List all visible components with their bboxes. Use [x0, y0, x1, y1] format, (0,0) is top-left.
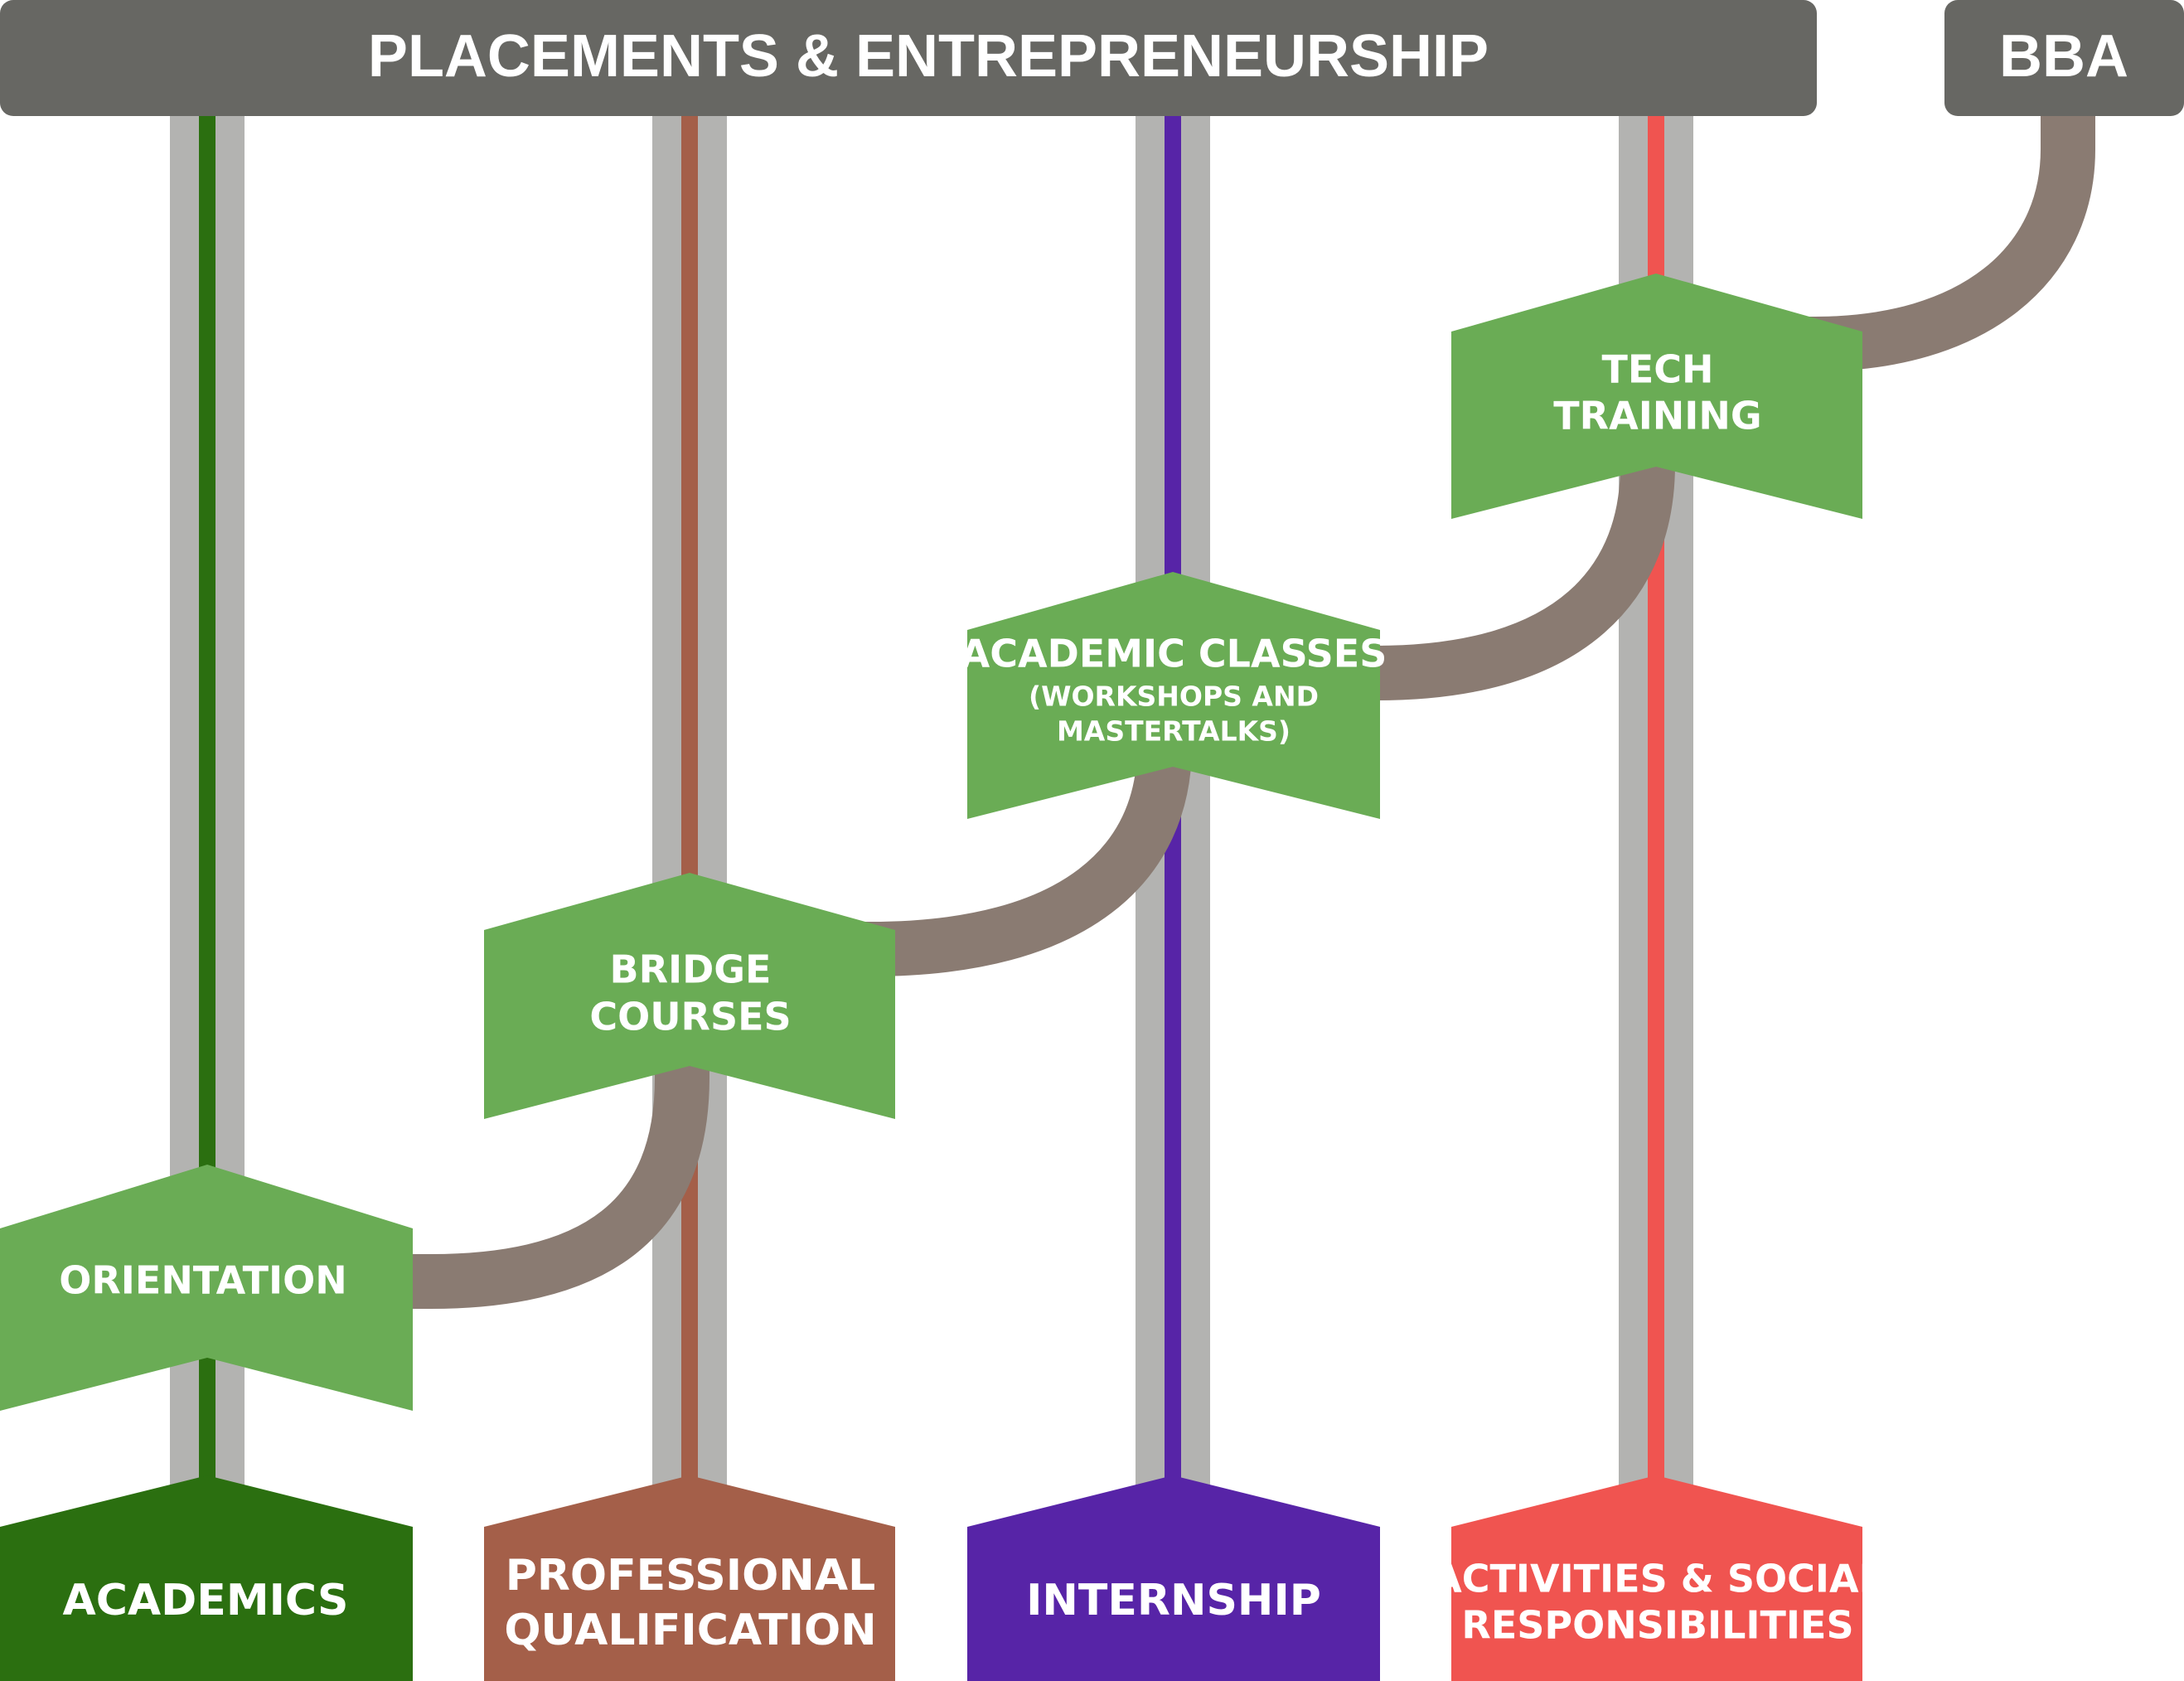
- track-professional-label-1: PROFESSIONAL: [506, 1551, 875, 1601]
- track-professional-label-2: QUALIFICATION: [504, 1606, 876, 1655]
- track-internship-label: INTERNSHIP: [1026, 1576, 1321, 1625]
- stage-tech-training: TECH TRAINING: [1451, 274, 1862, 519]
- track-academics-label: ACADEMICS: [62, 1576, 348, 1625]
- track-activities-label-2: RESPONSIBILITIES: [1461, 1603, 1853, 1648]
- stage-academic-classes: ACADEMIC CLASSES (WORKSHOPS AND MASTERTA…: [961, 572, 1387, 819]
- track-academics: ACADEMICS: [0, 1475, 413, 1681]
- rail-professional: [652, 116, 727, 1492]
- stage-tech-label-1: TECH: [1601, 347, 1713, 392]
- program-label: BBA: [1999, 23, 2128, 90]
- stage-orientation-label: ORIENTATION: [59, 1258, 347, 1303]
- program-badge: BBA: [1944, 0, 2184, 116]
- rail-line-academics: [199, 116, 215, 1492]
- stage-bridge-label-2: COURSES: [589, 995, 791, 1039]
- header-banner: PLACEMENTS & ENTREPRENEURSHIP: [0, 0, 1817, 116]
- track-professional-qualification: PROFESSIONAL QUALIFICATION: [484, 1475, 895, 1681]
- stage-academic-classes-label-1: ACADEMIC CLASSES: [961, 632, 1387, 676]
- stage-bridge-courses: BRIDGE COURSES: [484, 873, 895, 1119]
- stage-academic-classes-label-3: MASTERTALKS): [1057, 715, 1291, 748]
- track-activities-social-responsibilities: ACTIVITIES & SOCIAL RESPONSIBILITIES: [1432, 1475, 1883, 1681]
- track-activities-label-1: ACTIVITIES & SOCIAL: [1432, 1557, 1883, 1601]
- stage-tech-label-2: TRAINING: [1553, 394, 1761, 438]
- track-internship: INTERNSHIP: [967, 1475, 1380, 1681]
- header-title: PLACEMENTS & ENTREPRENEURSHIP: [368, 23, 1489, 90]
- stage-orientation: ORIENTATION: [0, 1165, 413, 1411]
- stage-bridge-label-1: BRIDGE: [610, 947, 772, 992]
- rail-line-professional: [681, 116, 698, 1492]
- stage-academic-classes-label-2: (WORKSHOPS AND: [1029, 681, 1319, 713]
